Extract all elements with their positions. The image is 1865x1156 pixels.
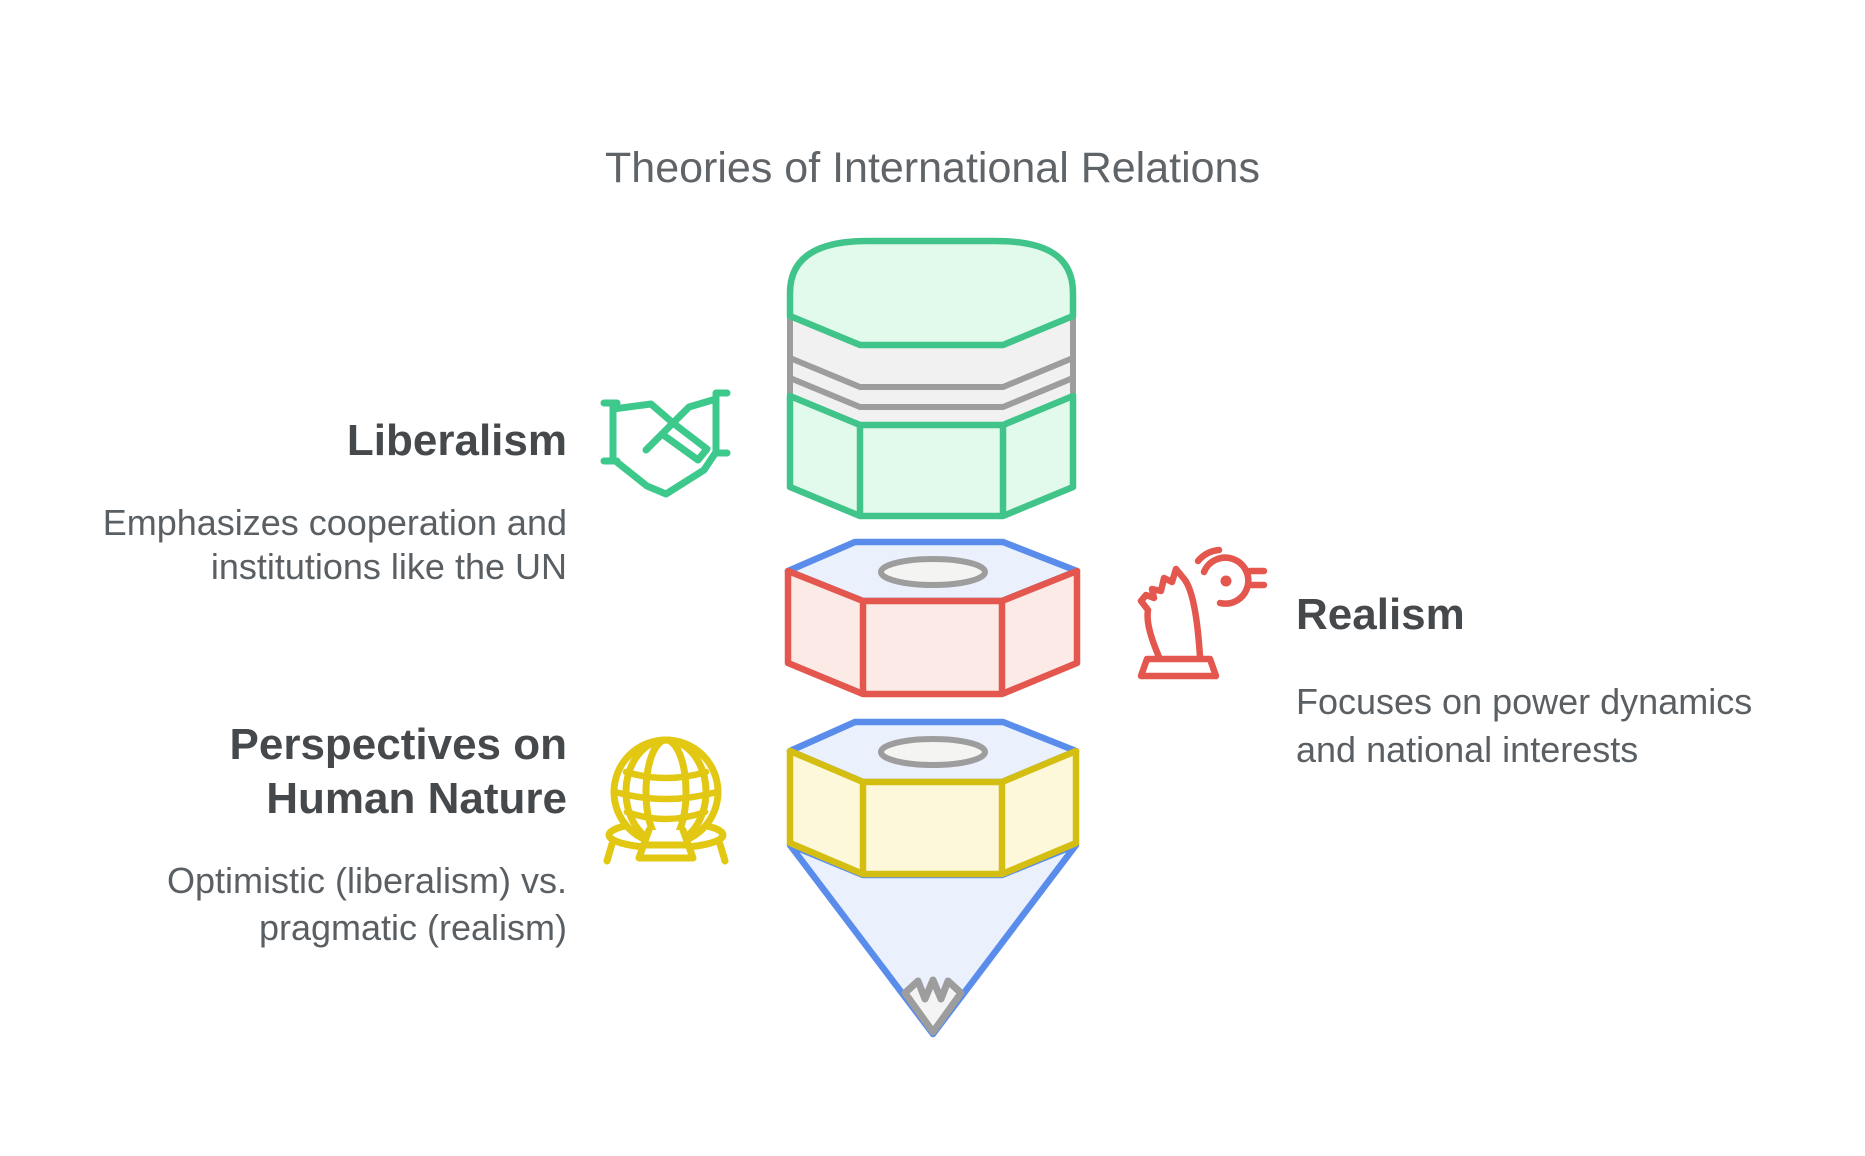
handshake-icon <box>600 389 731 498</box>
liberalism-section-heading: Liberalism <box>347 415 567 467</box>
page-title: Theories of International Relations <box>605 144 1260 192</box>
realism-description-line-2: and national interests <box>1296 729 1639 770</box>
human-nature-heading-line-1: Perspectives on <box>229 720 568 769</box>
realism-description-line-1: Focuses on power dynamics <box>1296 681 1753 722</box>
eraser-dome <box>786 237 1077 349</box>
liberalism-description-line-1: Emphasizes cooperation and <box>102 502 567 543</box>
liberalism-description: Emphasizes cooperation and institutions … <box>103 501 567 589</box>
globe-stand-icon <box>603 736 729 865</box>
human-nature-description-line-1: Optimistic (liberalism) vs. <box>166 860 567 901</box>
human-nature-heading-line-2: Human Nature <box>266 774 567 823</box>
chess-knight-icon <box>1137 546 1268 680</box>
human-nature-section-heading: Perspectives on Human Nature <box>230 718 568 826</box>
pencil-point-segment <box>786 718 1080 1038</box>
pencil-middle-segment <box>784 538 1081 698</box>
human-nature-description: Optimistic (liberalism) vs. pragmatic (r… <box>167 857 567 951</box>
liberalism-description-line-2: institutions like the UN <box>210 546 567 587</box>
ferrule-stripe <box>788 375 1075 410</box>
liberalism-heading: Liberalism <box>346 416 567 465</box>
realism-section-heading: Realism <box>1296 589 1465 641</box>
graphite-core <box>878 736 988 768</box>
ferrule-stripe <box>788 355 1075 390</box>
graphite-tip <box>901 976 965 1036</box>
human-nature-description-line-2: pragmatic (realism) <box>258 907 567 948</box>
realism-description: Focuses on power dynamics and national i… <box>1296 678 1752 774</box>
graphite-core <box>878 556 988 588</box>
pencil-eraser-segment <box>786 237 1077 520</box>
realism-heading: Realism <box>1296 590 1465 639</box>
